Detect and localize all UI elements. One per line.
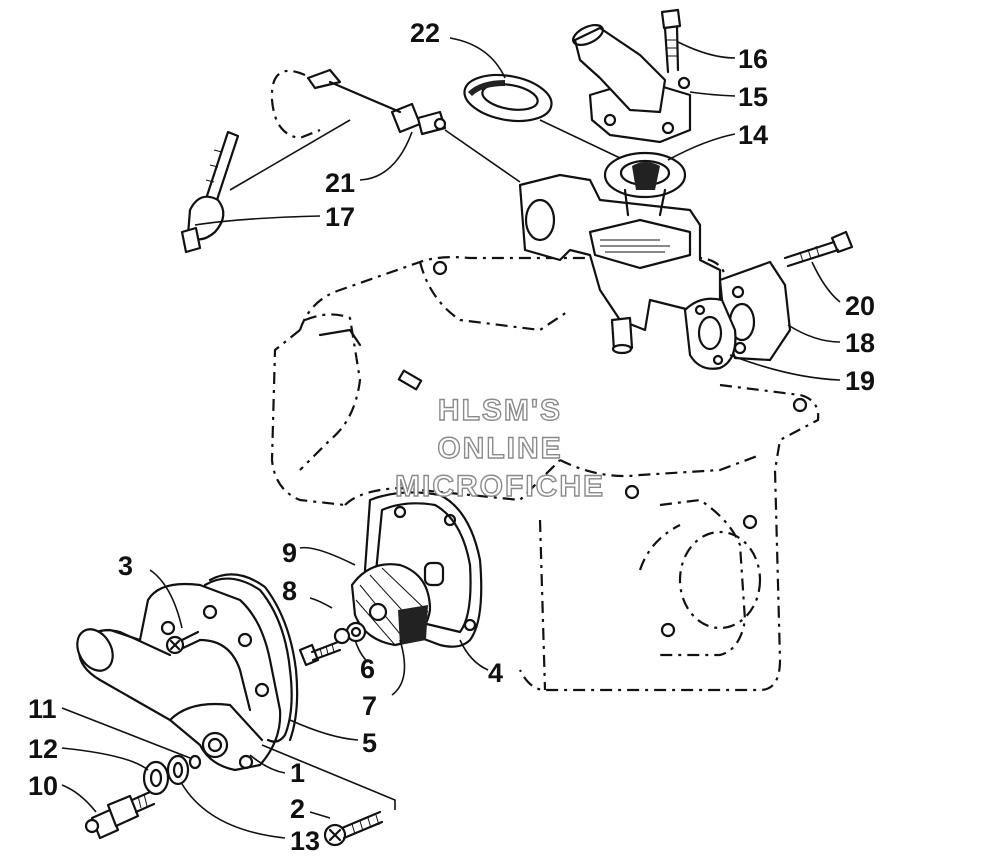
watermark-line-2: ONLINE [437, 432, 562, 465]
callout-labels: 9 8 3 6 7 4 5 11 12 10 13 1 2 22 16 15 [28, 18, 875, 856]
drain-plug-10 [84, 790, 156, 840]
hose-wire [229, 68, 521, 191]
callout-7: 7 [362, 691, 377, 721]
callout-16: 16 [738, 44, 768, 74]
engine-block [270, 256, 820, 692]
cable-tie [180, 130, 240, 254]
callout-6: 6 [360, 654, 375, 684]
callout-15: 15 [738, 82, 768, 112]
pump-cover [76, 582, 282, 772]
washer-13 [166, 754, 190, 786]
bolt-8 [298, 640, 342, 667]
callout-19: 19 [845, 366, 875, 396]
callout-22: 22 [410, 18, 440, 48]
washer-12 [142, 760, 170, 796]
callout-18: 18 [845, 328, 875, 358]
callout-8: 8 [282, 576, 297, 606]
impeller [350, 563, 432, 647]
watermark: HLSM'S ONLINE MICROFICHE [394, 393, 605, 503]
watermark-line-3: MICROFICHE [395, 470, 605, 503]
watermark-line-1: HLSM'S [438, 394, 562, 427]
bolt-16 [660, 8, 682, 74]
callout-10: 10 [28, 771, 58, 801]
gasket-19 [683, 297, 737, 370]
callout-13: 13 [290, 826, 320, 856]
callout-11: 11 [28, 694, 57, 724]
callout-5: 5 [362, 728, 377, 758]
callout-3: 3 [118, 551, 133, 581]
callout-20: 20 [845, 291, 875, 321]
cover-gasket [203, 573, 299, 743]
callout-12: 12 [28, 734, 58, 764]
callout-9: 9 [282, 538, 297, 568]
screw-3 [165, 630, 202, 655]
callout-17: 17 [325, 202, 355, 232]
temperature-sensor [390, 102, 447, 136]
callout-1: 1 [290, 758, 305, 788]
callout-21: 21 [325, 168, 355, 198]
callout-2: 2 [290, 794, 305, 824]
washer-11 [188, 754, 202, 770]
washer-9 [333, 627, 351, 645]
callout-4: 4 [488, 658, 503, 688]
thermostat-cover [572, 23, 692, 144]
screw-2 [323, 810, 384, 847]
seal-22 [463, 73, 553, 123]
bolt-20 [783, 230, 854, 268]
callout-14: 14 [738, 120, 768, 150]
thermostat [603, 151, 687, 217]
